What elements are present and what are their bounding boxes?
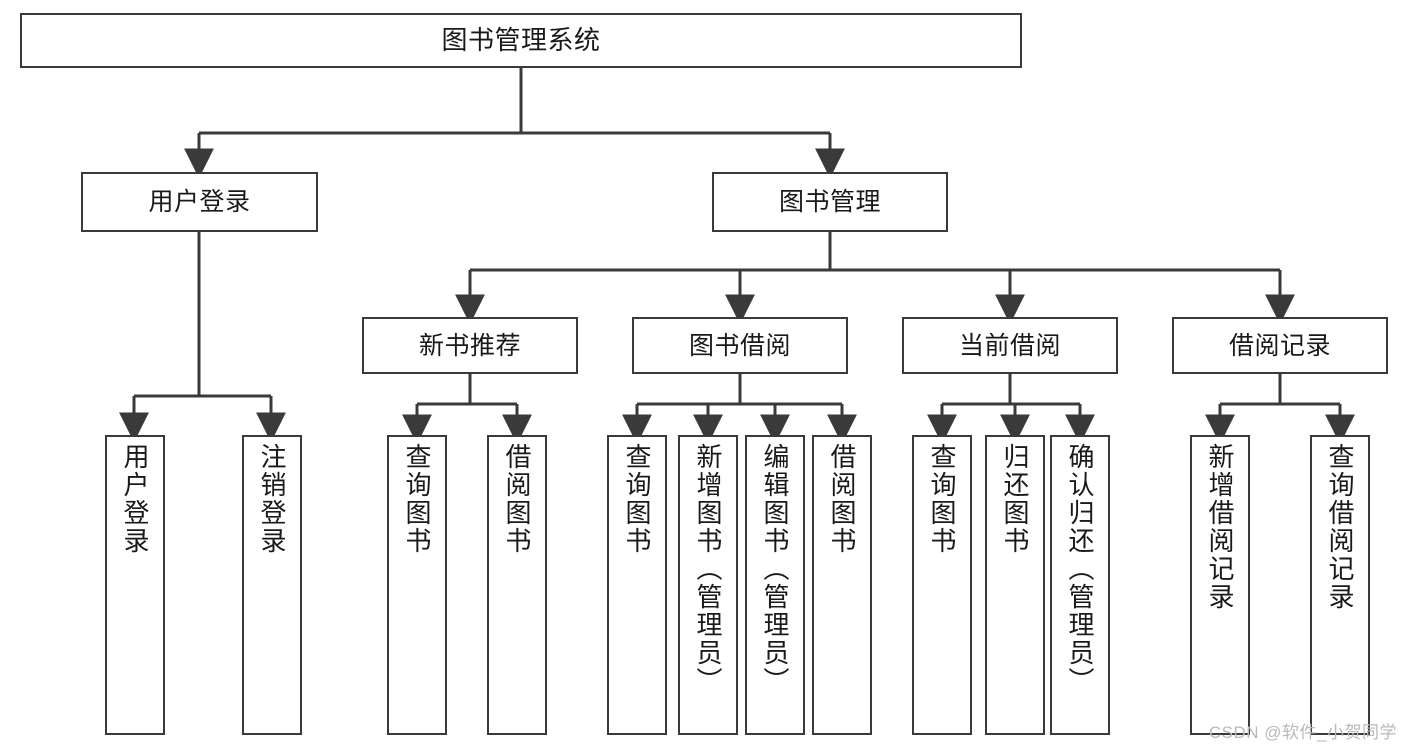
node-root-label: 图书管理系统 <box>441 24 601 55</box>
leaf-logout[interactable]: 注销登录 <box>242 435 302 735</box>
node-user-login[interactable]: 用户登录 <box>81 172 318 232</box>
leaf-borrow-book-label: 借阅图书 <box>827 443 857 555</box>
node-borrow-record[interactable]: 借阅记录 <box>1172 317 1388 374</box>
leaf-edit-book-admin[interactable]: 编辑图书（管理员） <box>745 435 805 735</box>
leaf-user-login-label: 用户登录 <box>120 443 150 555</box>
leaf-query-book-recommend-label: 查询图书 <box>402 443 432 555</box>
leaf-add-book-admin-label: 新增图书（管理员） <box>693 443 723 695</box>
node-new-book-recommend[interactable]: 新书推荐 <box>362 317 578 374</box>
leaf-query-book-current-label: 查询图书 <box>927 443 957 555</box>
leaf-return-book-label: 归还图书 <box>1000 443 1030 555</box>
leaf-query-borrow-record-label: 查询借阅记录 <box>1325 443 1355 611</box>
leaf-return-book[interactable]: 归还图书 <box>985 435 1045 735</box>
leaf-query-book-current[interactable]: 查询图书 <box>912 435 972 735</box>
leaf-borrow-book[interactable]: 借阅图书 <box>812 435 872 735</box>
node-root[interactable]: 图书管理系统 <box>20 13 1022 68</box>
leaf-user-login[interactable]: 用户登录 <box>105 435 165 735</box>
node-current-borrow-label: 当前借阅 <box>958 331 1061 360</box>
leaf-edit-book-admin-label: 编辑图书（管理员） <box>760 443 790 695</box>
leaf-confirm-return-admin-label: 确认归还（管理员） <box>1065 443 1095 695</box>
leaf-query-book-borrow[interactable]: 查询图书 <box>607 435 667 735</box>
csdn-watermark: CSDN @软件_小贺同学 <box>1208 723 1397 742</box>
leaf-query-book-recommend[interactable]: 查询图书 <box>387 435 447 735</box>
leaf-add-borrow-record-label: 新增借阅记录 <box>1205 443 1235 611</box>
leaf-borrow-book-recommend[interactable]: 借阅图书 <box>487 435 547 735</box>
leaf-query-borrow-record[interactable]: 查询借阅记录 <box>1310 435 1370 735</box>
node-book-borrow-label: 图书借阅 <box>688 331 791 360</box>
node-borrow-record-label: 借阅记录 <box>1228 331 1331 360</box>
node-new-book-recommend-label: 新书推荐 <box>418 331 521 360</box>
leaf-borrow-book-recommend-label: 借阅图书 <box>502 443 532 555</box>
node-current-borrow[interactable]: 当前借阅 <box>902 317 1118 374</box>
leaf-logout-label: 注销登录 <box>257 443 287 555</box>
leaf-add-book-admin[interactable]: 新增图书（管理员） <box>678 435 738 735</box>
node-user-login-label: 用户登录 <box>148 188 251 216</box>
node-book-borrow[interactable]: 图书借阅 <box>632 317 848 374</box>
node-book-management[interactable]: 图书管理 <box>712 172 948 232</box>
leaf-add-borrow-record[interactable]: 新增借阅记录 <box>1190 435 1250 735</box>
leaf-confirm-return-admin[interactable]: 确认归还（管理员） <box>1050 435 1110 735</box>
leaf-query-book-borrow-label: 查询图书 <box>622 443 652 555</box>
node-book-management-label: 图书管理 <box>778 188 881 216</box>
